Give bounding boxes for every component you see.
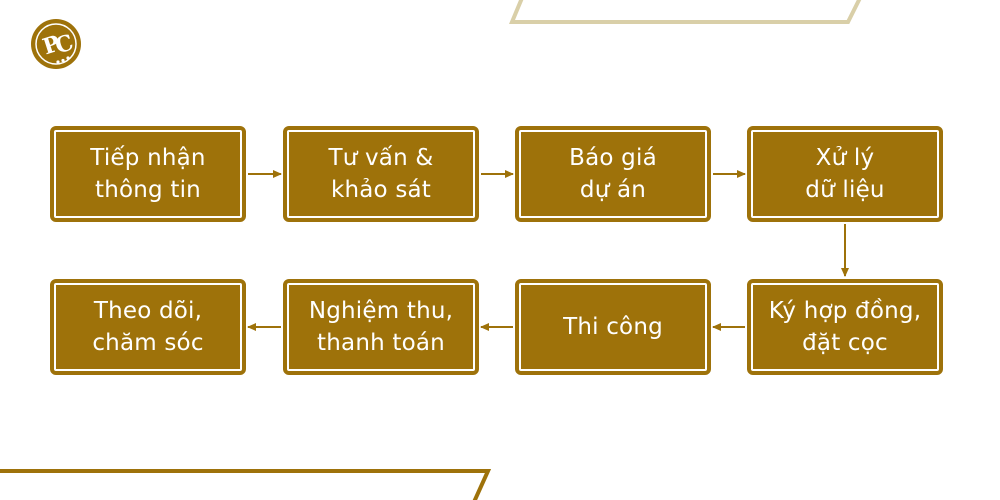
step-label-2: Tư vấn & khảo sát bbox=[328, 145, 434, 203]
step-label-3: Báo giá dự án bbox=[569, 145, 657, 203]
step-box-8: Theo dõi, chăm sóc bbox=[50, 279, 246, 375]
step-box-3: Báo giá dự án bbox=[515, 126, 711, 222]
step-box-6: Thi công bbox=[515, 279, 711, 375]
step-label-8: Theo dõi, chăm sóc bbox=[92, 298, 204, 356]
pc-logo-icon: P C bbox=[31, 19, 81, 69]
step-label-1: Tiếp nhận thông tin bbox=[90, 145, 206, 203]
step-label-5: Ký hợp đồng, đặt cọc bbox=[768, 298, 922, 356]
step-label-4: Xử lý dữ liệu bbox=[805, 145, 885, 203]
step-box-7: Nghiệm thu, thanh toán bbox=[283, 279, 479, 375]
step-box-5: Ký hợp đồng, đặt cọc bbox=[747, 279, 943, 375]
step-box-1: Tiếp nhận thông tin bbox=[50, 126, 246, 222]
svg-text:P: P bbox=[40, 31, 64, 61]
step-box-4: Xử lý dữ liệu bbox=[747, 126, 943, 222]
bottom-decorative-line bbox=[0, 469, 492, 500]
step-box-2: Tư vấn & khảo sát bbox=[283, 126, 479, 222]
step-label-6: Thi công bbox=[563, 314, 663, 340]
step-label-7: Nghiệm thu, thanh toán bbox=[308, 298, 454, 356]
top-decorative-frame bbox=[509, 0, 862, 24]
